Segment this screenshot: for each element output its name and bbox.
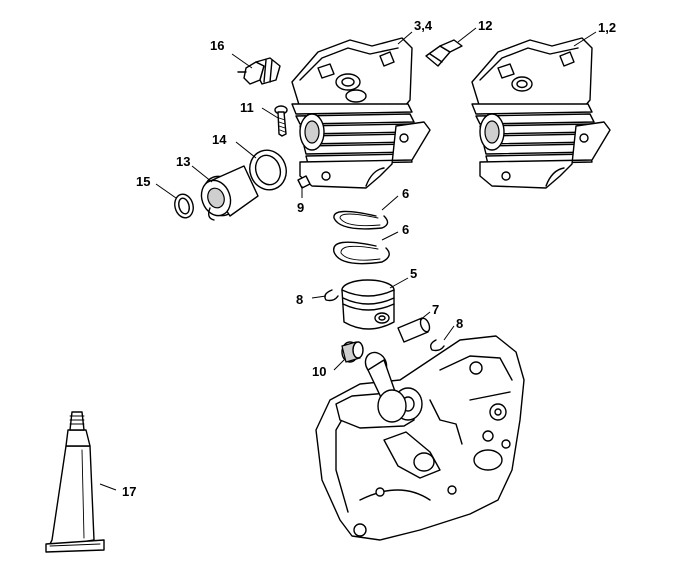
callout-5: 5 xyxy=(410,266,417,281)
callout-12: 12 xyxy=(478,18,492,33)
crankcase xyxy=(315,335,525,541)
piston-ring-part-6-lower xyxy=(333,241,390,265)
piston-pin-part-7 xyxy=(397,317,431,343)
callout-7: 7 xyxy=(432,302,439,317)
callout-8-right: 8 xyxy=(456,316,463,331)
circlip-part-8-right xyxy=(429,339,445,352)
callout-10: 10 xyxy=(312,364,326,379)
connecting-rod xyxy=(364,351,407,423)
ring-part-15 xyxy=(174,193,194,219)
callout-13: 13 xyxy=(176,154,190,169)
cylinder-part-1-2 xyxy=(471,37,611,189)
callout-1-2: 1,2 xyxy=(598,20,616,35)
leader-lines xyxy=(99,27,597,491)
ring-part-14 xyxy=(249,149,287,191)
plug-part-9 xyxy=(297,175,311,189)
needle-bearing-part-10 xyxy=(341,341,364,363)
callout-3-4: 3,4 xyxy=(414,18,433,33)
piston-part-5 xyxy=(341,279,395,330)
callout-6-upper: 6 xyxy=(402,186,409,201)
screw-part-11 xyxy=(274,105,288,137)
callout-labels: 16 3,4 12 1,2 11 14 13 15 9 6 6 5 8 7 8 … xyxy=(122,18,616,499)
grease-tube-part-17 xyxy=(45,411,105,553)
callout-14: 14 xyxy=(212,132,227,147)
callout-8-left: 8 xyxy=(296,292,303,307)
callout-9: 9 xyxy=(297,200,304,215)
piston-ring-part-6-upper xyxy=(333,210,389,230)
spark-plug-part-16 xyxy=(237,57,281,85)
callout-17: 17 xyxy=(122,484,136,499)
callout-6-lower: 6 xyxy=(402,222,409,237)
decompression-valve-part-12 xyxy=(425,39,463,67)
circlip-part-8-left xyxy=(324,289,339,302)
cylinder-part-3-4 xyxy=(291,37,431,189)
callout-16: 16 xyxy=(210,38,224,53)
callout-15: 15 xyxy=(136,174,150,189)
intake-manifold-part-13 xyxy=(200,165,259,221)
callout-11: 11 xyxy=(240,100,254,115)
